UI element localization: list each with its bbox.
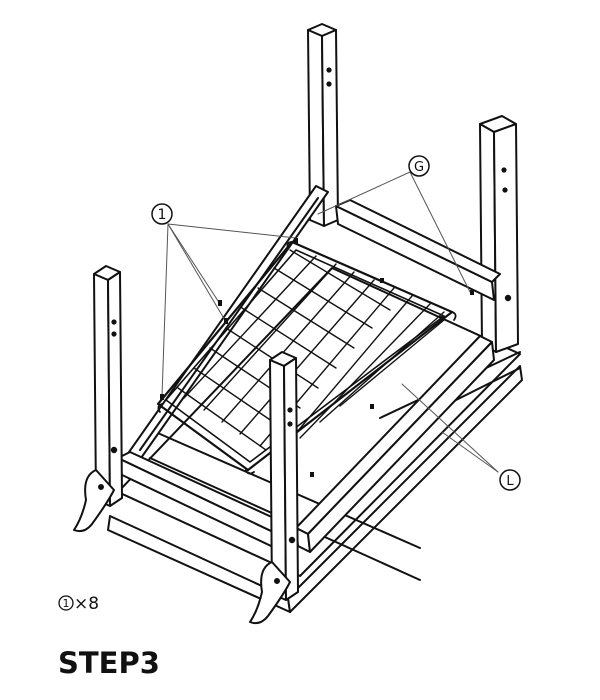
quantity-note: 1 ×8 (58, 594, 99, 614)
callout-bracket-g: G (408, 155, 430, 177)
quantity-text: ×8 (74, 594, 100, 614)
leg-front-left (73, 265, 123, 533)
fastener-marks (160, 238, 474, 477)
leader-lines (161, 171, 499, 473)
svg-text:1: 1 (63, 597, 70, 610)
step-title: STEP3 (58, 646, 160, 680)
bottom-frame (107, 267, 523, 613)
leg-front-right (249, 351, 299, 625)
callout-bracket-l-label: L (506, 474, 514, 489)
leg-back-left (307, 23, 339, 227)
callout-bracket-l: L (499, 469, 521, 491)
callout-bracket-g-label: G (414, 160, 424, 175)
leg-back-right (479, 115, 519, 353)
quantity-marker-icon: 1 (58, 595, 74, 611)
callout-screw: 1 (151, 203, 173, 225)
rail-back (335, 199, 501, 301)
rail-right (295, 335, 495, 553)
callout-screw-label: 1 (158, 207, 167, 223)
